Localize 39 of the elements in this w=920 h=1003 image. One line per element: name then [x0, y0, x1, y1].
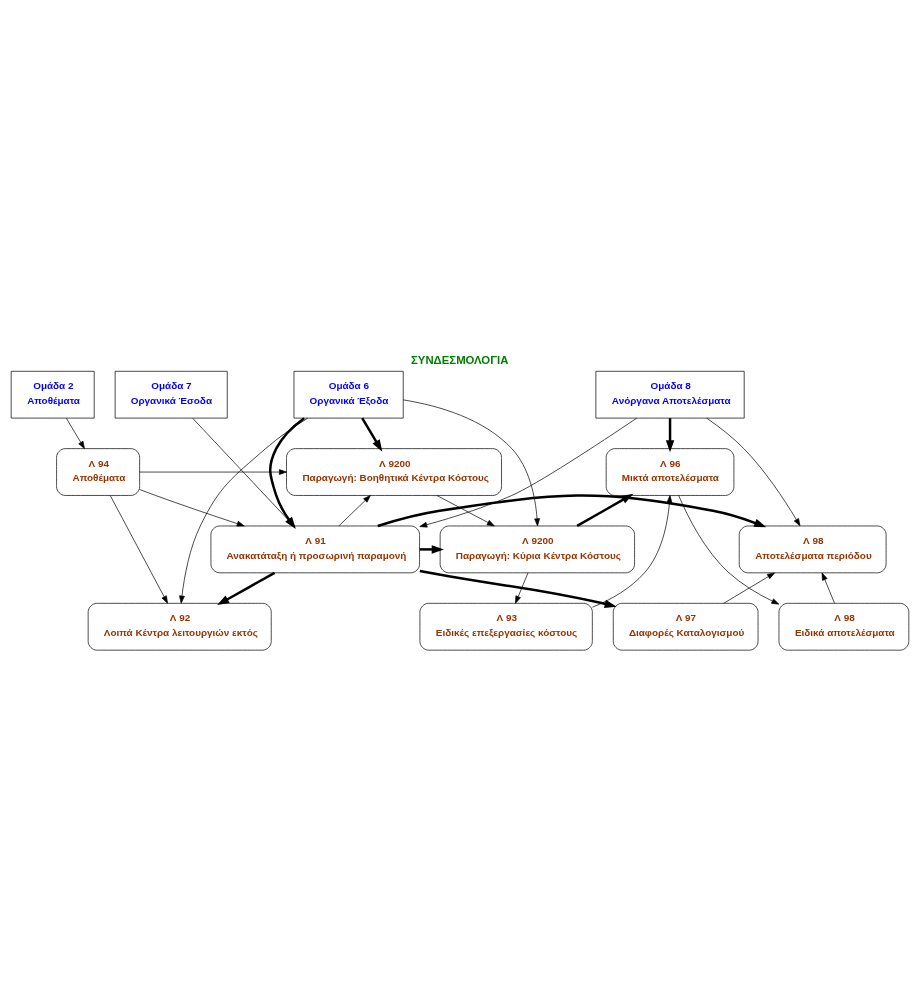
node-box: Λ 96 Μικτά αποτελέσματα [605, 448, 735, 496]
arrow [139, 469, 287, 475]
arrow [139, 489, 245, 527]
arrow [402, 399, 540, 527]
node-box: Ομάδα 7 Οργανικά Έσοδα [114, 370, 228, 419]
arrow [706, 417, 801, 527]
arrow [576, 493, 634, 527]
diagram-title: ΣΥΝΔΕΣΜΟΛΟΓΙΑ [411, 354, 509, 367]
node-box: Λ 93 Ειδικές επεξεργασίες κόστους [419, 602, 593, 651]
arrow [419, 545, 444, 554]
arrow [419, 417, 638, 528]
node-box: Ομάδα 6 Οργανικά Έξοδα [293, 370, 404, 419]
arrow [665, 418, 675, 453]
node-box: Λ 98 Αποτελέσματα περιόδου [738, 525, 887, 574]
node-box: Λ 97 Διαφορές Καταλογισμού [612, 602, 759, 651]
arrow [377, 494, 767, 528]
arrow [65, 417, 85, 449]
arrow [217, 571, 276, 606]
node-box: Λ 91 Ανακατάταξη ή προσωρινή παραμονή [210, 525, 420, 574]
arrow [192, 418, 295, 527]
node-box: Λ 9200 Παραγωγή: Βοηθητικά Κέντρα Κόστους [286, 448, 502, 496]
arrow [678, 495, 780, 605]
node-box: Λ 9200 Παραγωγή: Κύρια Κέντρα Κόστους [439, 525, 635, 574]
node-box: Λ 94 Αποθέματα [56, 448, 140, 496]
arrow [436, 495, 495, 527]
arrow [269, 417, 305, 529]
arrow [338, 495, 371, 527]
arrow [361, 417, 383, 452]
node-box: Ομάδα 8 Ανόργανα Αποτελέσματα [595, 370, 745, 419]
arrow [109, 495, 168, 604]
arrow [419, 569, 617, 608]
arrow [821, 572, 835, 604]
node-box: Λ 92 Λοιπά Κέντρα λειτουργιών εκτός [87, 602, 272, 651]
node-box: Λ 98 Ειδικά αποτελέσματα [778, 602, 910, 651]
arrow [723, 572, 775, 604]
arrow [592, 495, 673, 608]
node-box: Ομάδα 2 Αποθέματα [10, 370, 95, 419]
arrow [515, 572, 529, 604]
arrow [179, 417, 309, 604]
